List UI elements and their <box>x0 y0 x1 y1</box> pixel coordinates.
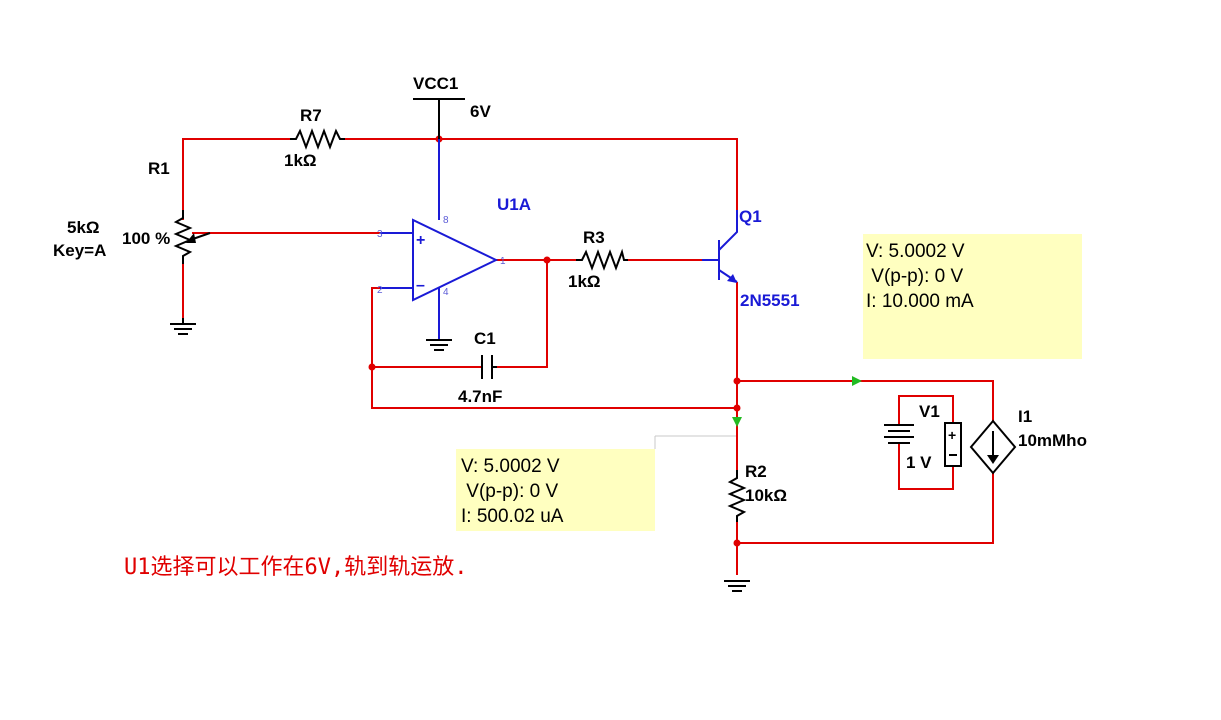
ground-icon <box>170 318 196 335</box>
probe-bottom-vpp: V(p-p): 0 V <box>461 481 558 502</box>
probe-top-current: I: 10.000 mA <box>866 291 974 312</box>
probe-top-voltage: V: 5.0002 V <box>866 241 965 262</box>
probe-readout-bottom[interactable]: V: 5.0002 V V(p-p): 0 V I: 500.02 uA <box>456 435 736 531</box>
probe-arrow-icon <box>732 376 862 427</box>
transistor-q1[interactable]: Q1 2N5551 <box>702 207 800 310</box>
wires <box>182 138 994 575</box>
r7-value: 1kΩ <box>284 151 317 170</box>
opamp-minus: – <box>416 277 425 294</box>
ground-icon <box>426 339 452 351</box>
v1-name: V1 <box>919 402 940 421</box>
q1-name: Q1 <box>739 207 762 226</box>
r1-key: Key=A <box>53 241 106 260</box>
annotation-note: U1选择可以工作在6V,轨到轨运放. <box>124 555 467 580</box>
vcc-name: VCC1 <box>413 74 458 93</box>
vcc-value: 6V <box>470 102 491 121</box>
q1-model: 2N5551 <box>740 291 800 310</box>
v1-value: 1 V <box>906 453 932 472</box>
pin-3: 3 <box>377 229 383 240</box>
svg-text:+: + <box>948 427 956 443</box>
c1-value: 4.7nF <box>458 387 502 406</box>
ground-icon <box>724 580 750 592</box>
junction-dots <box>368 135 741 547</box>
probe-bottom-current: I: 500.02 uA <box>461 506 564 527</box>
i1-value: 10mMho <box>1018 431 1087 450</box>
r2-name: R2 <box>745 462 767 481</box>
opamp-u1a[interactable]: + – 3 2 1 8 4 U1A <box>377 139 531 340</box>
c1-name: C1 <box>474 329 496 348</box>
potentiometer-r1[interactable]: R1 5kΩ Key=A 100 % <box>53 159 211 264</box>
i1-name: I1 <box>1018 407 1032 426</box>
probe-top-vpp: V(p-p): 0 V <box>866 266 963 287</box>
pin-1: 1 <box>500 256 506 267</box>
pin-8: 8 <box>443 215 449 226</box>
r7-name: R7 <box>300 106 322 125</box>
u1-name: U1A <box>497 195 531 214</box>
r3-name: R3 <box>583 228 605 247</box>
resistor-r2[interactable]: R2 10kΩ <box>727 462 787 522</box>
resistor-r7[interactable]: R7 1kΩ <box>284 106 345 170</box>
probe-bottom-voltage: V: 5.0002 V <box>461 456 560 477</box>
opamp-plus: + <box>416 232 425 249</box>
current-source-i1[interactable]: I1 10mMho <box>969 407 1087 475</box>
r1-value: 5kΩ <box>67 218 100 237</box>
pin-2: 2 <box>377 285 383 296</box>
capacitor-c1[interactable]: C1 4.7nF <box>458 329 502 406</box>
pin-4: 4 <box>443 287 449 298</box>
r2-value: 10kΩ <box>745 486 787 505</box>
r1-name: R1 <box>148 159 170 178</box>
r1-percent: 100 % <box>122 229 170 248</box>
r3-value: 1kΩ <box>568 272 601 291</box>
resistor-r3[interactable]: R3 1kΩ <box>568 228 628 291</box>
vcc-source[interactable]: VCC1 6V <box>413 74 491 139</box>
voltage-source-v1[interactable]: + V1 1 V <box>884 402 962 472</box>
probe-readout-top[interactable]: V: 5.0002 V V(p-p): 0 V I: 10.000 mA <box>863 234 1082 359</box>
